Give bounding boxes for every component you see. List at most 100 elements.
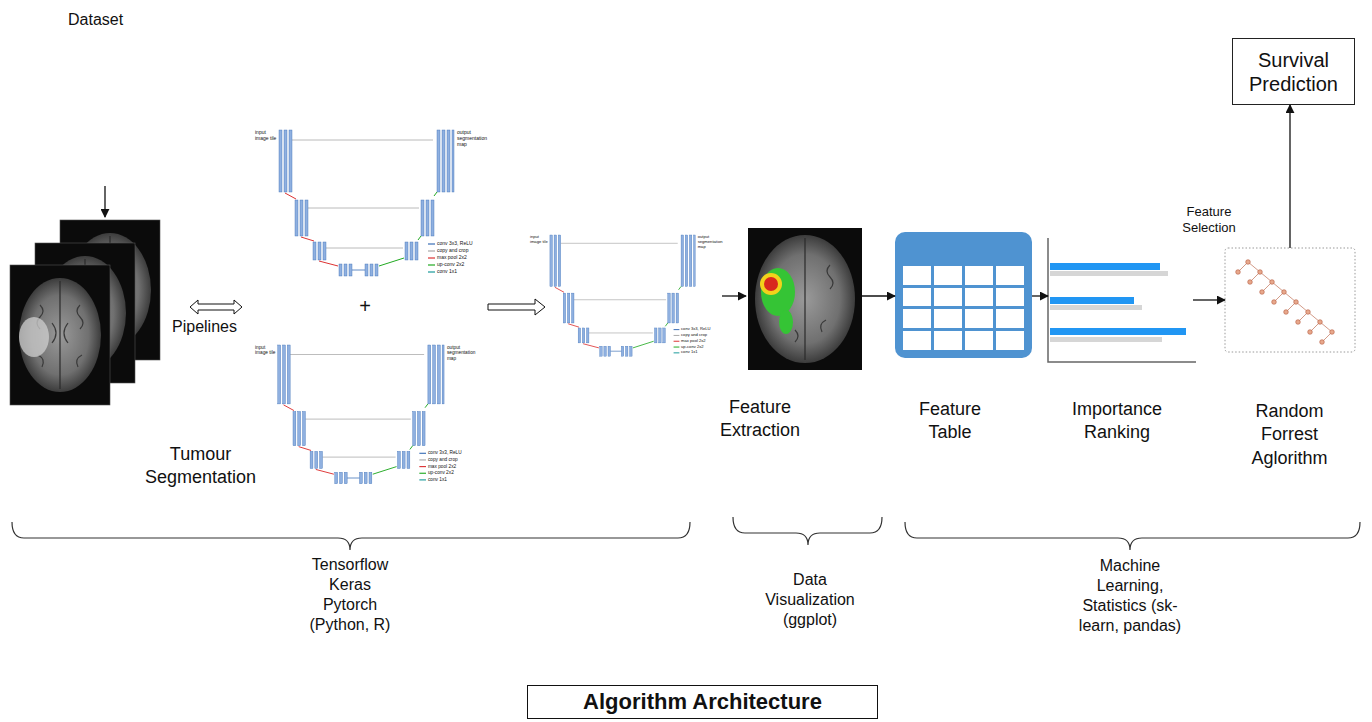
dataset-arrow <box>104 186 105 217</box>
unet-label: output segmentation map <box>457 130 489 147</box>
random-forest-tree <box>1270 280 1275 285</box>
unet-label: copy and crop <box>437 248 485 254</box>
importance-chart <box>1050 328 1186 335</box>
unet-label: up-conv 2x2 <box>681 345 721 350</box>
importance-chart <box>1050 305 1142 310</box>
random-forest-tree <box>1308 330 1313 335</box>
segmentation-arrow <box>722 296 746 297</box>
stage-node: Feature Table <box>895 232 1032 449</box>
segmented-brain <box>761 268 795 316</box>
flow-arrow <box>1289 105 1290 248</box>
unet-label: output segmentation map <box>447 345 477 361</box>
table-icon <box>895 232 1032 358</box>
tool-label: Machine Learning, Statistics (sk-learn, … <box>1065 556 1195 636</box>
random-forest-tree <box>1258 270 1263 275</box>
unet-label: conv 1x1 <box>681 350 721 355</box>
merge-arrow <box>488 299 545 315</box>
unet-label: conv 1x1 <box>437 269 485 275</box>
unet-diagram <box>278 345 444 484</box>
unet-label: input image tile <box>255 345 276 356</box>
connectors <box>862 105 1290 300</box>
segmented-brain <box>748 228 862 370</box>
unet-diagram <box>278 130 695 484</box>
pipeline-double-arrow <box>190 300 242 314</box>
flow-arrow <box>862 295 895 296</box>
node-caption: Feature Extraction <box>710 396 810 443</box>
random-forest-tree <box>1236 270 1241 275</box>
stage-node: Random Forrest Aglorithm <box>1225 248 1355 474</box>
random-forest-tree <box>1238 262 1332 342</box>
tool-label: Tensorflow Keras Pytorch (Python, R) <box>302 555 398 635</box>
random-forest-tree <box>1248 280 1253 285</box>
merge-arrow <box>488 299 545 315</box>
segmented-brain <box>764 277 778 291</box>
random-forest-tree <box>1282 290 1287 295</box>
unet-label: copy and crop <box>428 457 474 462</box>
random-forest-tree <box>1272 300 1277 305</box>
unet-diagram <box>550 235 695 356</box>
plus-sign: + <box>352 294 378 319</box>
flow-arrow <box>1193 299 1225 300</box>
random-forest-tree <box>1330 330 1335 335</box>
curly-brace <box>12 517 1360 550</box>
unet-label: conv 3x3, ReLU <box>681 327 721 332</box>
random-forest-tree <box>1294 300 1299 305</box>
table-icon <box>903 285 1024 288</box>
curly-brace <box>12 522 690 550</box>
importance-chart <box>1050 337 1162 342</box>
segmented-brain <box>795 265 833 342</box>
dataset-label: Dataset <box>68 10 168 30</box>
curly-brace <box>733 517 882 545</box>
stage-node: Feature Extraction <box>710 228 862 447</box>
random-forest-tree <box>1306 310 1311 315</box>
stage-node: Importance Ranking <box>1048 236 1193 449</box>
mri-slices <box>10 220 160 405</box>
unet-label: max pool 2x2 <box>681 339 721 344</box>
unet-diagram <box>279 130 454 276</box>
table-icon <box>903 306 1024 309</box>
unet-label: max pool 2x2 <box>437 255 485 261</box>
title-text: Algorithm Architecture <box>583 689 822 715</box>
random-forest-tree <box>1246 260 1251 265</box>
random-forest-tree <box>1236 260 1335 345</box>
importance-chart <box>1048 238 1196 362</box>
table-icon <box>903 266 1024 350</box>
node-caption: Survival Prediction <box>1239 48 1348 96</box>
tool-label: Data Visualization (ggplot) <box>758 570 862 630</box>
table-icon <box>895 232 1032 358</box>
mri-slices <box>10 265 110 405</box>
random-forest-tree <box>1296 320 1301 325</box>
output-box: Survival Prediction <box>1232 38 1355 105</box>
importance-chart <box>1048 238 1196 362</box>
curly-brace <box>905 522 1360 550</box>
unet-label: output segmentation map <box>698 235 725 249</box>
importance-chart <box>1050 263 1160 270</box>
random-forest-tree <box>1225 248 1355 352</box>
unet-label: copy and crop <box>681 333 721 338</box>
unet-label: up-conv 2x2 <box>428 470 474 475</box>
segmentation-arrow <box>722 295 746 296</box>
pipeline-double-arrow <box>190 300 242 314</box>
unet-label: max pool 2x2 <box>428 464 474 469</box>
dataset-arrow <box>105 186 106 217</box>
segmented-brain <box>748 228 862 370</box>
random-forest-tree <box>1320 340 1325 345</box>
random-forest-tree <box>1318 320 1323 325</box>
segmented-brain <box>760 273 782 295</box>
importance-chart <box>1050 271 1168 276</box>
edge-label: Feature Selection <box>1172 204 1246 235</box>
random-forest-tree <box>1284 310 1289 315</box>
random-forest-tree <box>1225 248 1355 352</box>
unet-label: conv 3x3, ReLU <box>437 241 485 247</box>
title-box: Algorithm Architecture <box>527 685 878 719</box>
node-caption: Random Forrest Aglorithm <box>1237 400 1342 470</box>
segmented-brain <box>804 238 805 360</box>
unet-label: up-conv 2x2 <box>437 262 485 268</box>
random-forest-tree <box>1260 290 1265 295</box>
importance-chart <box>1050 297 1134 304</box>
table-icon <box>903 328 1024 331</box>
flow-arrow <box>1032 295 1048 296</box>
mri-slices <box>19 317 49 357</box>
pipeline-label: Pipelines <box>172 317 262 337</box>
